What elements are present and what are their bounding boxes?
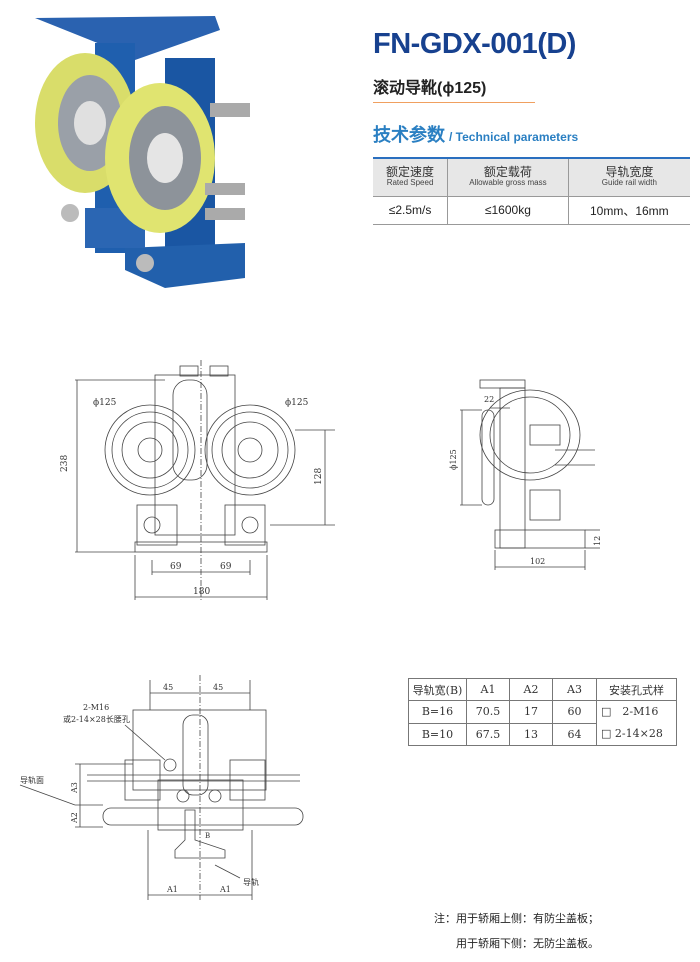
dim-cell: 13 — [509, 722, 553, 746]
dim-base: 12 — [593, 536, 602, 546]
dim-header: A1 — [466, 678, 510, 701]
section-heading: 技术参数 / Technical parameters — [373, 121, 578, 147]
dimension-table: 导轨宽(B) A1 A2 A3 安装孔式样 B=16 70.5 17 60 □ … — [408, 678, 677, 746]
dim-header: A2 — [509, 678, 553, 701]
dim-cell: 64 — [552, 722, 597, 746]
dim-b: B — [205, 832, 210, 840]
dim-cell: 60 — [552, 700, 597, 724]
product-subtitle: 滚动导靴(ϕ125) — [373, 80, 487, 97]
dim-width: 180 — [193, 587, 210, 597]
dim-header: 安装孔式样 — [596, 678, 677, 701]
section-zh: 技术参数 — [373, 125, 445, 145]
dim-a1-right: A1 — [219, 885, 231, 894]
dim-header: A3 — [552, 678, 597, 701]
dim-side-width: 102 — [530, 557, 545, 566]
dim-half-left: 69 — [170, 562, 182, 572]
dim-a1-left: A1 — [166, 885, 178, 894]
mount-options: □ 2-M16 □ 2-14×28 — [596, 700, 677, 746]
hole-label: 2-M16 — [83, 703, 109, 712]
dim-dia-right: ϕ125 — [285, 398, 309, 408]
dim-cell: 70.5 — [466, 700, 510, 724]
divider — [373, 102, 535, 103]
value-rail-width: 10mm、16mm — [568, 196, 690, 225]
dim-half-right: 69 — [220, 562, 232, 572]
dim-dia-left: ϕ125 — [93, 398, 117, 408]
rail-face-label: 导轨面 — [20, 775, 44, 785]
bottom-view-drawing: 45 45 2-M16 或2-14×28长腰孔 导轨面 A3 A2 B 导轨 A… — [19, 675, 304, 900]
dim-right-45: 45 — [213, 683, 223, 692]
front-view-drawing: ϕ125 ϕ125 238 128 69 69 180 — [60, 360, 335, 600]
dim-cell: 67.5 — [466, 722, 510, 746]
value-speed: ≤2.5m/s — [373, 196, 449, 225]
dim-center: 128 — [314, 468, 324, 485]
dim-a2: A2 — [70, 812, 79, 824]
dim-cell: B=16 — [408, 700, 467, 724]
side-view-drawing: 22 ϕ125 102 12 — [449, 379, 602, 570]
dim-top: 22 — [484, 395, 494, 404]
option-slot: □ 2-14×28 — [601, 727, 663, 740]
dim-left-45: 45 — [163, 683, 173, 692]
rail-label: 导轨 — [243, 877, 259, 887]
product-photo — [35, 16, 250, 288]
note-1: 注：用于轿厢上侧：有防尘盖板； — [434, 913, 599, 925]
dim-side-dia: ϕ125 — [449, 449, 458, 470]
dim-cell: B=10 — [408, 722, 467, 746]
product-title: FN-GDX-001(D) — [373, 28, 576, 60]
note-2: 用于轿厢下侧：无防尘盖板。 — [456, 938, 599, 950]
option-m16: □ 2-M16 — [601, 705, 659, 718]
dim-header: 导轨宽(B) — [408, 678, 467, 701]
dim-a3: A3 — [70, 782, 79, 794]
value-load: ≤1600kg — [447, 196, 569, 225]
section-en: / Technical parameters — [449, 130, 579, 144]
hole-alt-label: 或2-14×28长腰孔 — [63, 714, 130, 724]
dim-height: 238 — [60, 455, 70, 472]
dim-cell: 17 — [509, 700, 553, 724]
